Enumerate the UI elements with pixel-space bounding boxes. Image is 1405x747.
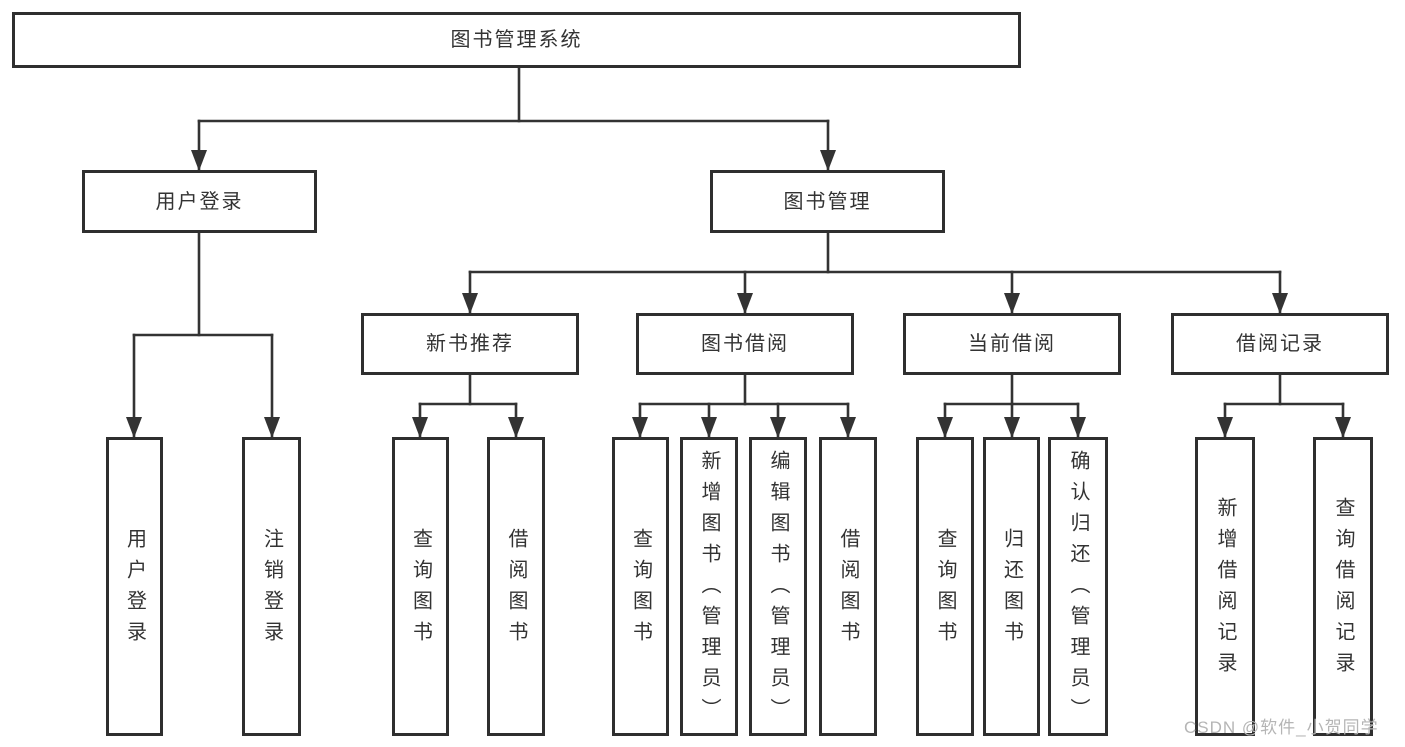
leaf-query-books: 查询图书 [392, 437, 449, 736]
leaf-add-borrow-record: 新增借阅记录 [1195, 437, 1255, 736]
leaf-user-login: 用户登录 [106, 437, 163, 736]
leaf-query-books: 查询图书 [916, 437, 974, 736]
node-book-borrow: 图书借阅 [636, 313, 854, 375]
node-new-book-recommend: 新书推荐 [361, 313, 579, 375]
leaf-return-books: 归还图书 [983, 437, 1040, 736]
node-borrow-records: 借阅记录 [1171, 313, 1389, 375]
leaf-borrow-books: 借阅图书 [819, 437, 877, 736]
leaf-logout: 注销登录 [242, 437, 301, 736]
node-current-borrow: 当前借阅 [903, 313, 1121, 375]
leaf-confirm-return-admin: 确认归还（管理员） [1048, 437, 1108, 736]
leaf-query-books: 查询图书 [612, 437, 669, 736]
leaf-borrow-books: 借阅图书 [487, 437, 545, 736]
leaf-add-books-admin: 新增图书（管理员） [680, 437, 738, 736]
node-library-management-system: 图书管理系统 [12, 12, 1021, 68]
leaf-query-borrow-record: 查询借阅记录 [1313, 437, 1373, 736]
node-book-management: 图书管理 [710, 170, 945, 233]
leaf-edit-books-admin: 编辑图书（管理员） [749, 437, 807, 736]
node-user-login: 用户登录 [82, 170, 317, 233]
csdn-watermark: CSDN @软件_小贺同学 [1184, 718, 1379, 737]
